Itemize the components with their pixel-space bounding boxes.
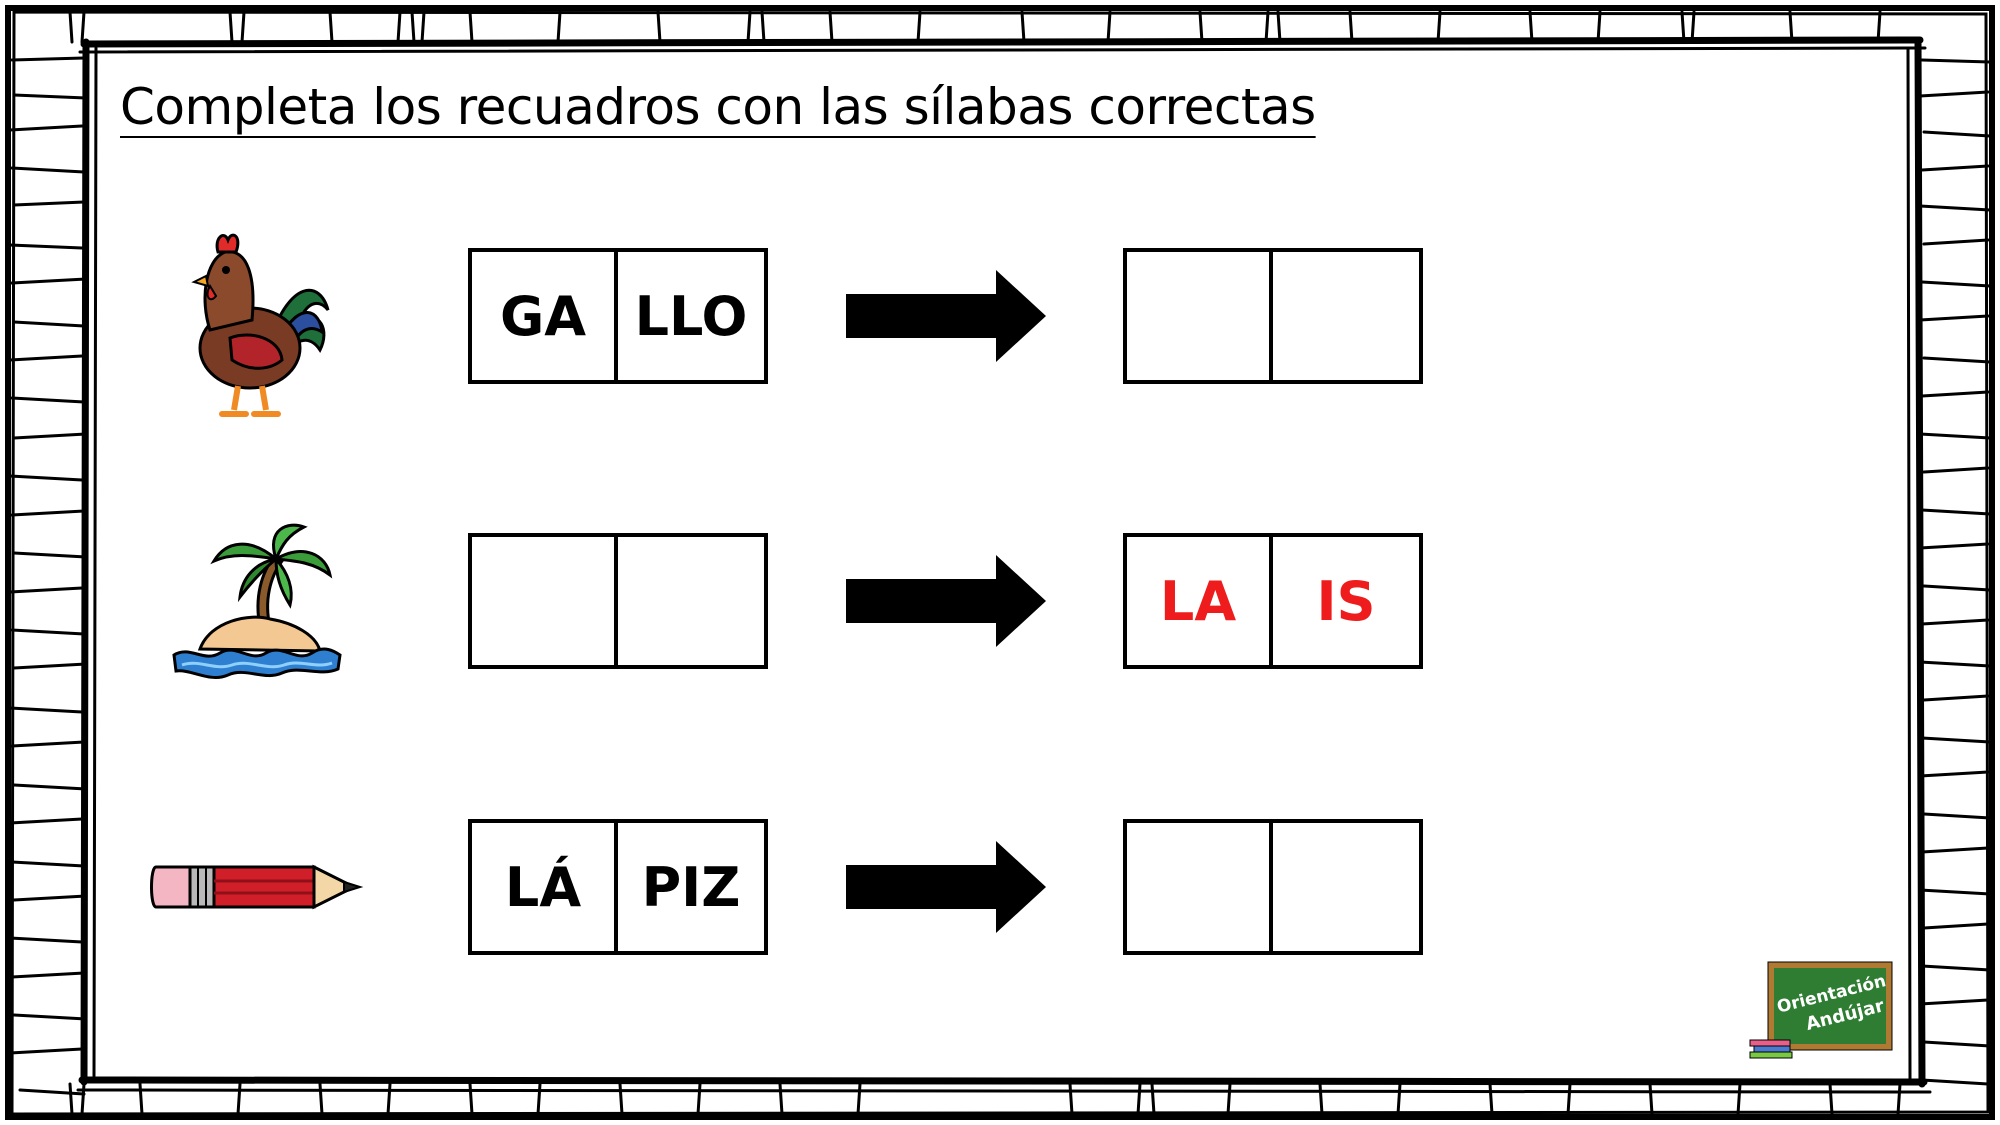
right-arrow-icon — [846, 841, 1046, 933]
syllable-cell: LLO — [634, 284, 748, 348]
answer-syllables-box[interactable] — [1123, 248, 1423, 384]
exercise-row-island: LA IS — [0, 523, 2000, 679]
given-syllables-box: LÁ PIZ — [468, 819, 768, 955]
given-syllables-box — [468, 533, 768, 669]
syllable-cell: PIZ — [641, 855, 741, 919]
answer-cell[interactable]: LA — [1127, 537, 1274, 665]
page-title: Completa los recuadros con las sílabas c… — [120, 78, 1316, 136]
answer-cell[interactable] — [1273, 823, 1419, 951]
answer-cell[interactable] — [1127, 252, 1274, 380]
island-icon — [172, 523, 342, 679]
right-arrow-icon — [846, 555, 1046, 647]
orientacion-andujar-logo: Orientación Andújar — [1749, 961, 1893, 1059]
rooster-icon — [191, 233, 330, 417]
syllable-cell: GA — [472, 252, 619, 380]
answer-cell[interactable] — [1127, 823, 1274, 951]
syllable-cell: LÁ — [472, 823, 619, 951]
syllable-cell — [618, 537, 764, 665]
answer-cell[interactable]: IS — [1316, 569, 1376, 633]
given-syllables-box: GA LLO — [468, 248, 768, 384]
syllable-cell — [472, 537, 619, 665]
right-arrow-icon — [846, 270, 1046, 362]
answer-syllables-box[interactable] — [1123, 819, 1423, 955]
exercise-row-rooster: GA LLO — [0, 233, 2000, 417]
exercise-row-pencil: LÁ PIZ — [0, 819, 2000, 959]
answer-cell[interactable] — [1273, 252, 1419, 380]
answer-syllables-box[interactable]: LA IS — [1123, 533, 1423, 669]
pencil-icon — [150, 864, 364, 910]
